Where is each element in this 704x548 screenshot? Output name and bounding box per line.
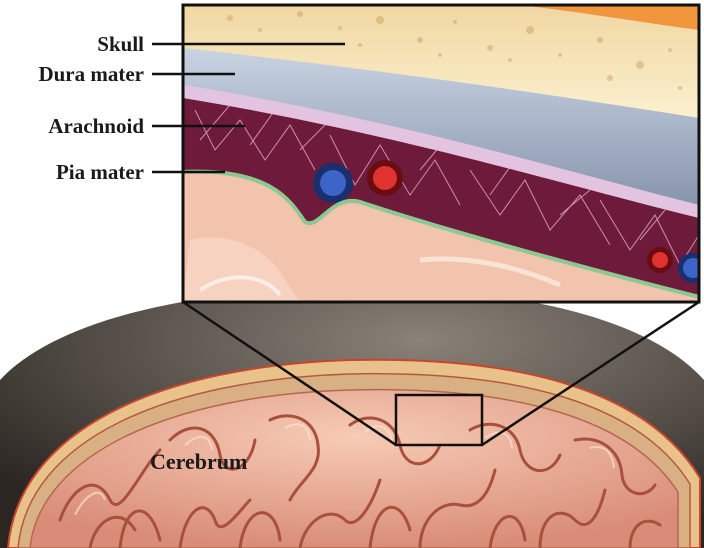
label-dura-mater: Dura mater	[38, 62, 144, 86]
label-arachnoid: Arachnoid	[48, 114, 144, 138]
label-skull: Skull	[97, 32, 144, 56]
label-cerebrum: Cerebrum	[150, 450, 247, 474]
label-pia-mater: Pia mater	[56, 160, 144, 184]
meninges-inset	[183, 5, 704, 302]
cerebrum-cross-section	[0, 288, 704, 548]
